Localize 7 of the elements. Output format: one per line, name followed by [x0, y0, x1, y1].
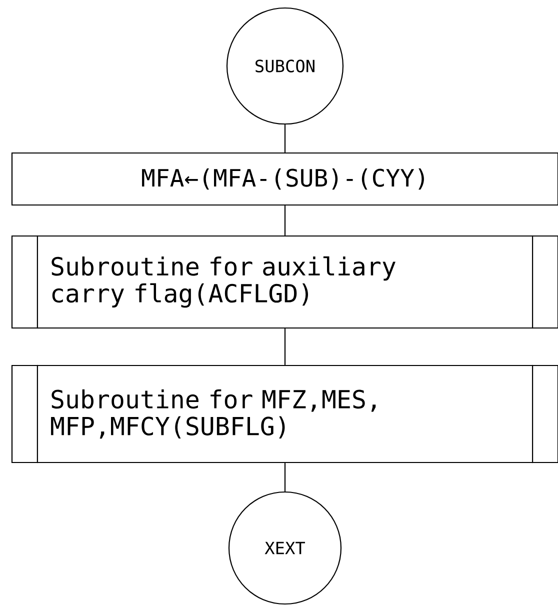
subroutine-box: Subroutine for MFZ,MES, MFP,MFCY(SUBFLG) — [11, 364, 558, 464]
subroutine-box: Subroutine for auxiliary carry flag(ACFLGD) — [11, 235, 558, 329]
connector-line — [284, 124, 286, 152]
process-box: MFA←(MFA-(SUB)-(CYY) — [11, 152, 558, 206]
connector-line — [284, 328, 286, 365]
connector-line — [284, 463, 286, 492]
connector-line — [284, 206, 286, 236]
